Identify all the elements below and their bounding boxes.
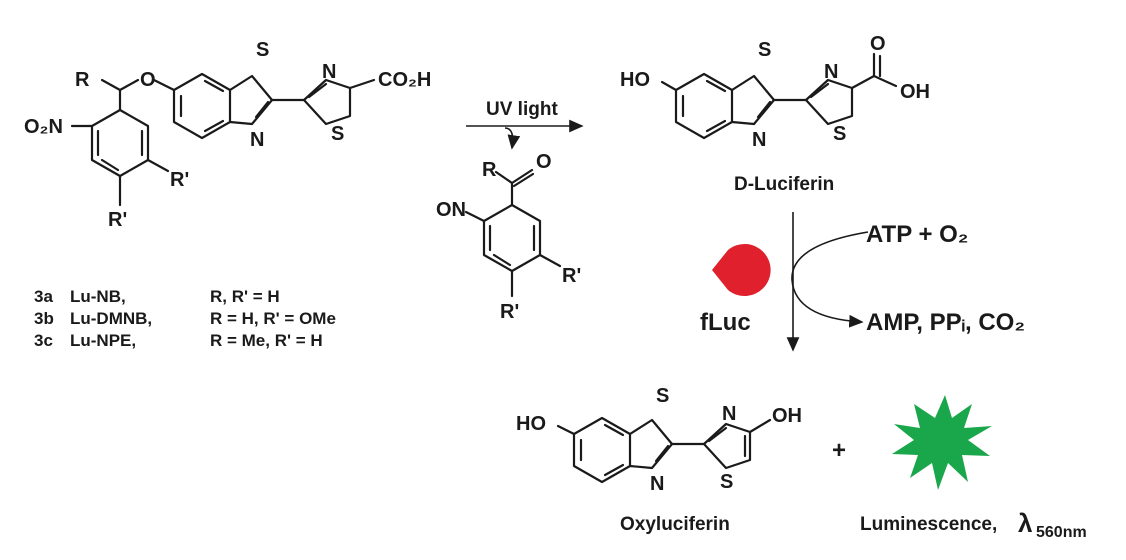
- sulfur-label: S: [256, 39, 269, 61]
- luciferase-enzyme-icon: [712, 244, 771, 297]
- luciferin-name: D-Luciferin: [734, 174, 834, 195]
- wavelength-symbol: λ: [1018, 508, 1033, 538]
- uv-reaction-arrow: UV light: [466, 99, 584, 150]
- thiazoline-nitrogen-label: N: [824, 61, 838, 83]
- compound-legend: 3a Lu-NB, R, R' = H 3b Lu-DMNB, R = H, R…: [34, 287, 336, 350]
- luciferase-step: fLuc ATP + O₂ AMP, PPᵢ, CO₂: [700, 212, 1025, 352]
- luminescence-label: Luminescence,: [860, 514, 997, 535]
- plus-sign: +: [832, 437, 846, 464]
- r-prime-label: R': [108, 209, 127, 231]
- d-luciferin-structure: HO S N N S O OH D-Luciferin: [620, 33, 930, 195]
- nitro-group-label: O₂N: [24, 116, 63, 138]
- thiazoline-sulfur-label: S: [833, 123, 846, 145]
- r-prime-label: R': [562, 265, 581, 287]
- legend-id: 3b: [34, 309, 54, 328]
- nitrogen-label: N: [650, 473, 664, 495]
- nitrogen-label: N: [752, 129, 766, 151]
- thiazoline-sulfur-label: S: [331, 123, 344, 145]
- nitrogen-label: N: [250, 129, 264, 151]
- r-group-label: R: [482, 159, 497, 181]
- reaction-byproducts: AMP, PPᵢ, CO₂: [866, 309, 1025, 336]
- legend-id: 3a: [34, 287, 53, 306]
- thiazole-nitrogen-label: N: [722, 403, 736, 425]
- legend-substituents: R = H, R' = OMe: [210, 309, 336, 328]
- reaction-condition: UV light: [486, 99, 558, 120]
- enzyme-name: fLuc: [700, 309, 751, 336]
- acid-hydroxyl-label: OH: [900, 81, 930, 103]
- oxyluciferin-structure: HO S N N S OH Oxyluciferin: [516, 385, 802, 535]
- thiazoline-nitrogen-label: N: [322, 61, 336, 83]
- thiazole-sulfur-label: S: [720, 471, 733, 493]
- sulfur-label: S: [656, 385, 669, 407]
- hydroxyl-label: HO: [620, 69, 650, 91]
- cofactor-reagents: ATP + O₂: [866, 221, 968, 248]
- benzothiazole-ring: [172, 72, 232, 140]
- legend-substituents: R, R' = H: [210, 287, 280, 306]
- sulfur-label: S: [758, 39, 771, 61]
- r-group-label: R: [75, 69, 90, 91]
- emission-wavelength: 560nm: [1036, 524, 1087, 541]
- oxyluciferin-name: Oxyluciferin: [620, 514, 730, 535]
- light-burst-icon: [892, 395, 992, 490]
- legend-substituents: R = Me, R' = H: [210, 331, 323, 350]
- hydroxyl-label: HO: [516, 413, 546, 435]
- legend-name: Lu-DMNB,: [70, 309, 152, 328]
- legend-id: 3c: [34, 331, 53, 350]
- legend-name: Lu-NB,: [70, 287, 126, 306]
- legend-name: Lu-NPE,: [70, 331, 136, 350]
- carboxylic-acid-label: CO₂H: [378, 69, 431, 91]
- enol-hydroxyl-label: OH: [772, 405, 802, 427]
- carbonyl-oxygen-label: O: [536, 151, 552, 173]
- nitroso-group-label: ON: [436, 199, 466, 221]
- carbonyl-oxygen-label: O: [870, 33, 886, 55]
- r-prime-label: R': [170, 169, 189, 191]
- nitroso-byproduct-structure: R O ON R' R': [436, 151, 581, 323]
- luminescence-output: Luminescence, λ 560nm: [860, 395, 1087, 541]
- r-prime-label: R': [500, 301, 519, 323]
- caged-luciferin-structure: R O O₂N R' R' S N N S CO₂H: [24, 39, 431, 231]
- nitrophenyl-ring: [90, 108, 150, 178]
- ether-oxygen-label: O: [140, 69, 156, 91]
